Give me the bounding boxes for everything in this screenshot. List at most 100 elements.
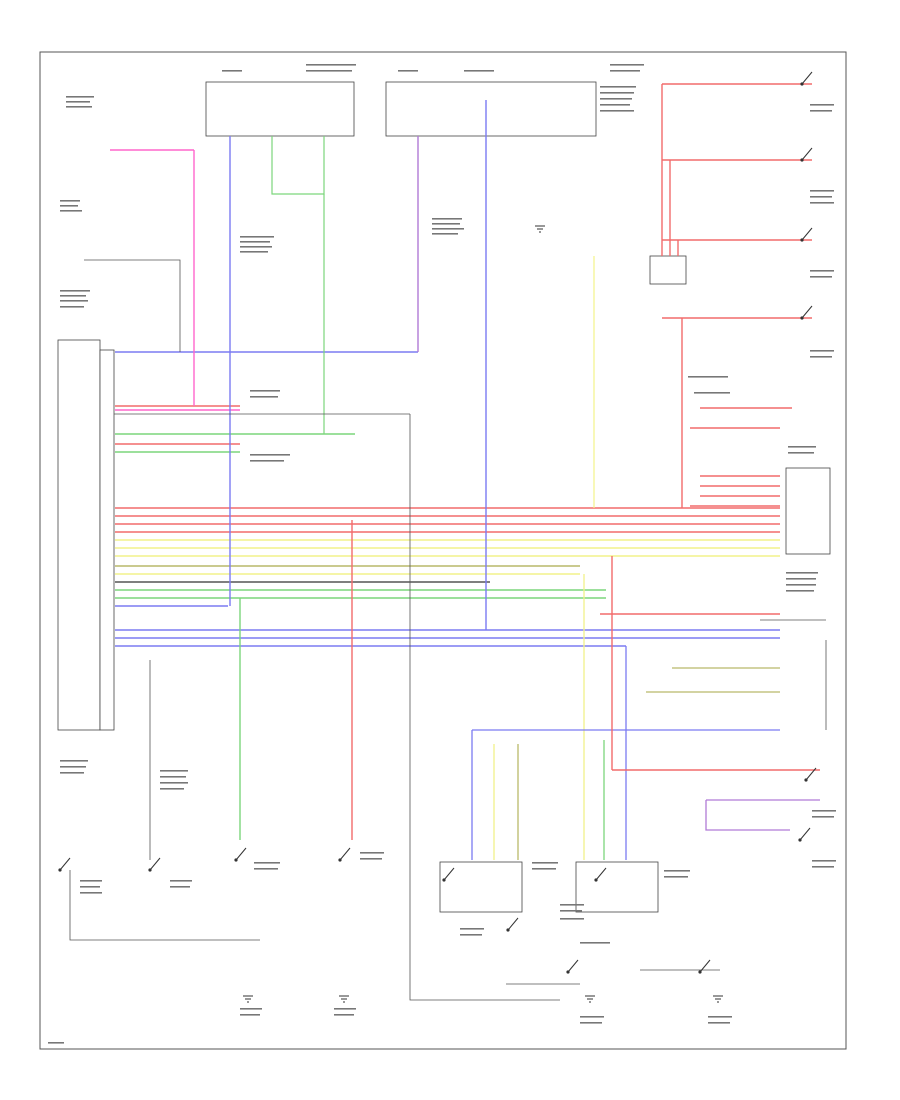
label-mark [240, 251, 268, 253]
wire-gray-left [84, 259, 181, 352]
label-mark [432, 223, 460, 225]
label-mark [810, 276, 832, 278]
switch-icon [800, 227, 813, 242]
label-mark [560, 918, 584, 920]
label-mark [160, 770, 188, 772]
label-mark [810, 196, 832, 198]
label-mark [786, 578, 816, 580]
label-mark [60, 772, 84, 774]
switch-icon [442, 867, 455, 882]
switch-icon [800, 147, 813, 162]
label-mark [610, 70, 640, 72]
label-mark [432, 218, 462, 220]
label-mark [80, 886, 100, 888]
switch-icon [804, 767, 817, 782]
label-mark [66, 101, 90, 103]
control-module-connector [99, 349, 115, 731]
junction-connector [649, 255, 687, 285]
label-mark [80, 880, 102, 882]
label-mark [60, 760, 88, 762]
switch-icon [800, 71, 813, 86]
label-mark [610, 64, 644, 66]
label-mark [580, 1022, 602, 1024]
label-mark [810, 110, 832, 112]
label-mark [788, 452, 814, 454]
label-mark [786, 572, 818, 574]
label-mark [250, 396, 278, 398]
label-mark [160, 788, 184, 790]
switch-icon [798, 827, 811, 842]
label-mark [810, 350, 834, 352]
switch-icon [506, 917, 519, 932]
switch-icon [800, 305, 813, 320]
label-mark [664, 876, 688, 878]
label-mark [694, 392, 730, 394]
label-mark [810, 202, 834, 204]
wire-gray-long [409, 414, 560, 1001]
label-mark [60, 200, 80, 202]
label-mark [812, 866, 834, 868]
label-mark [60, 205, 78, 207]
label-mark [812, 816, 834, 818]
label-mark [460, 928, 484, 930]
ground-icon [535, 225, 545, 233]
switch-icon [338, 847, 351, 862]
label-mark [254, 868, 278, 870]
fuse-box-center [385, 81, 597, 137]
label-mark [600, 98, 632, 100]
label-mark [360, 852, 384, 854]
label-mark [240, 246, 272, 248]
wire-purple-right-2 [705, 800, 790, 831]
label-mark [66, 96, 94, 98]
fuse-box-left [205, 81, 355, 137]
label-mark [240, 1008, 262, 1010]
component-group [58, 71, 817, 1003]
control-module [57, 339, 101, 731]
label-mark [60, 306, 84, 308]
ground-icon [585, 995, 595, 1003]
label-mark [160, 776, 186, 778]
label-mark [812, 860, 836, 862]
label-mark [708, 1022, 730, 1024]
label-mark [600, 104, 630, 106]
label-mark [254, 862, 280, 864]
switch-icon [148, 857, 161, 872]
combination-meter [785, 467, 831, 555]
label-mark [708, 1016, 732, 1018]
label-mark [170, 880, 192, 882]
label-mark [532, 868, 556, 870]
label-mark [250, 390, 280, 392]
diagram-frame [39, 51, 847, 1050]
label-mark [306, 70, 352, 72]
label-mark [432, 233, 458, 235]
label-mark [532, 862, 558, 864]
label-mark [170, 886, 190, 888]
label-mark [250, 460, 284, 462]
label-mark [560, 904, 584, 906]
label-mark [432, 228, 464, 230]
wire-group [69, 83, 827, 1001]
label-mark [810, 104, 834, 106]
label-mark [600, 86, 636, 88]
label-mark [60, 295, 86, 297]
label-mark [60, 766, 86, 768]
label-mark [810, 190, 834, 192]
label-mark [222, 70, 242, 72]
label-mark [60, 210, 82, 212]
label-mark [240, 1014, 260, 1016]
label-mark [48, 1042, 64, 1044]
label-mark [688, 376, 728, 378]
wire-green-loop [271, 136, 325, 195]
switch-icon [58, 857, 71, 872]
label-mark [786, 590, 814, 592]
wire-gray-bottom-left [69, 870, 260, 941]
label-mark [240, 241, 270, 243]
switch-icon [566, 959, 579, 974]
label-mark [464, 70, 494, 72]
ground-icon [713, 995, 723, 1003]
label-mark [600, 110, 634, 112]
ground-icon [339, 995, 349, 1003]
left-door-lock-motor [439, 861, 523, 913]
